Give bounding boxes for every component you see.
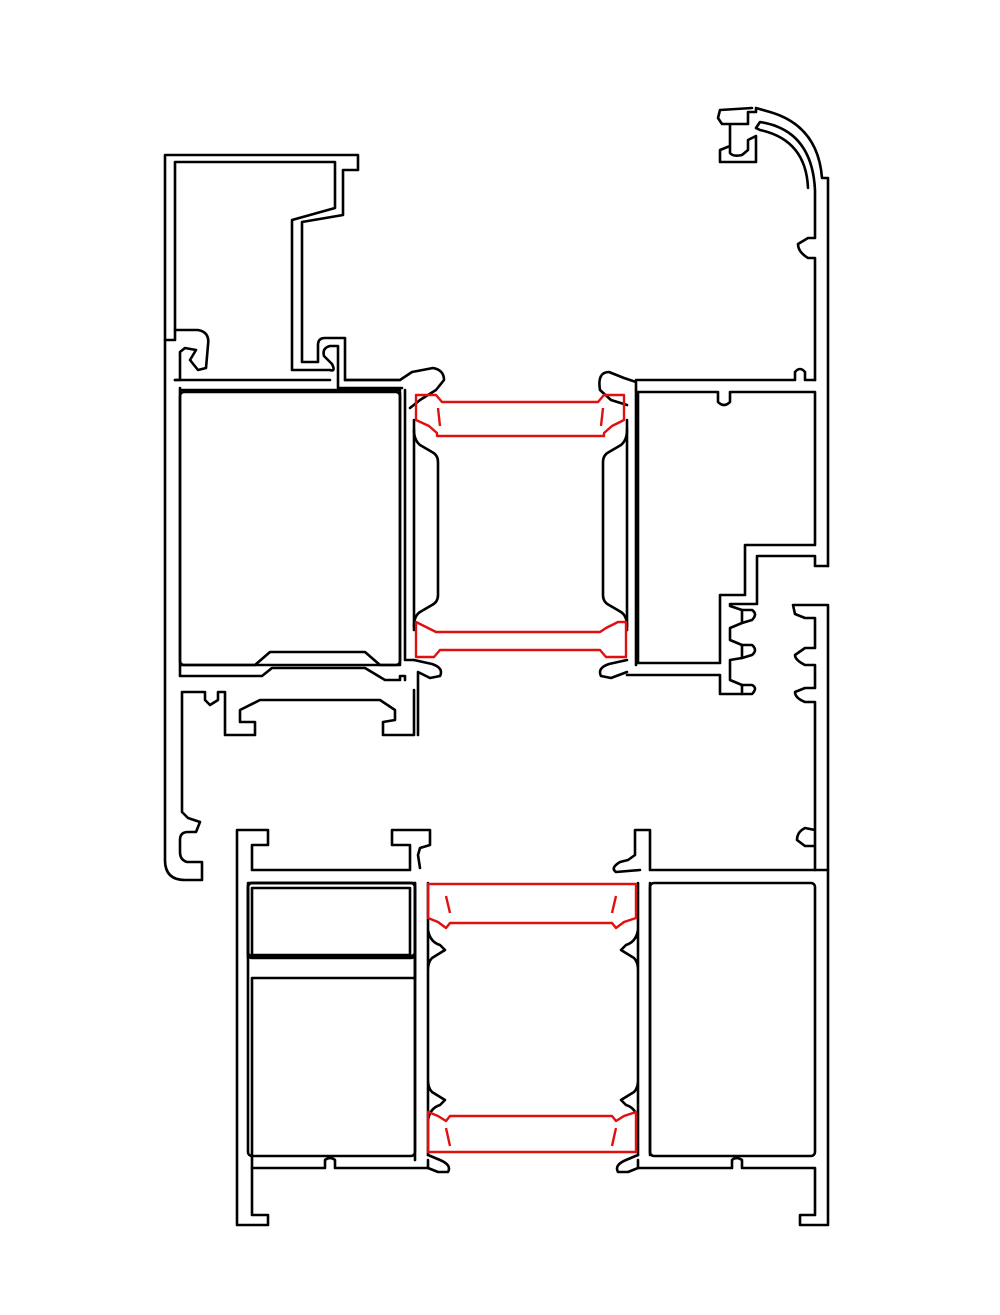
upper-left-claw-bottom [412, 658, 443, 737]
lower-bottom-rail [250, 868, 830, 1227]
left-hook [173, 328, 210, 382]
lower-top-rail-right [612, 828, 817, 874]
upper-right-claw-top [598, 370, 638, 407]
thermal-strip-lower-top [426, 882, 638, 930]
lower-bottom-claws [426, 1153, 640, 1174]
upper-right-rail [634, 367, 817, 382]
upper-right-hooks [740, 608, 757, 696]
upper-center-right-outer [625, 388, 638, 667]
upper-right-outer-wall [716, 106, 830, 568]
upper-frame-profile [163, 106, 830, 882]
upper-center-right-wall [601, 428, 629, 628]
top-left-bead [163, 153, 446, 410]
upper-right-chamber [636, 390, 817, 665]
thermal-strip-lower-bottom [426, 1110, 638, 1154]
upper-center-left-wall [412, 428, 440, 628]
lower-right-chamber [648, 881, 817, 1158]
thermal-strip-upper-top [414, 393, 626, 438]
upper-left-chamber-floor [178, 386, 402, 677]
lower-sash-profile [235, 828, 830, 1227]
upper-right-lower-rail [625, 554, 830, 696]
lower-left-chamber [246, 881, 417, 958]
lower-left-chamber-top [246, 881, 417, 960]
lower-left-chamber-full [250, 886, 412, 957]
upper-left-lower-rail [178, 666, 407, 682]
right-sash-wall [791, 603, 830, 872]
upper-right-sash-edge [791, 603, 830, 872]
thermal-strip-upper-bottom [414, 620, 628, 659]
upper-center-left-outer [403, 388, 416, 662]
thermal-break-strips [414, 393, 638, 1154]
upper-right-claw-bottom [598, 658, 629, 680]
lower-left-chamber-outline [246, 881, 417, 1158]
upper-left-chamber [178, 390, 402, 667]
upper-left-wall [163, 338, 416, 882]
